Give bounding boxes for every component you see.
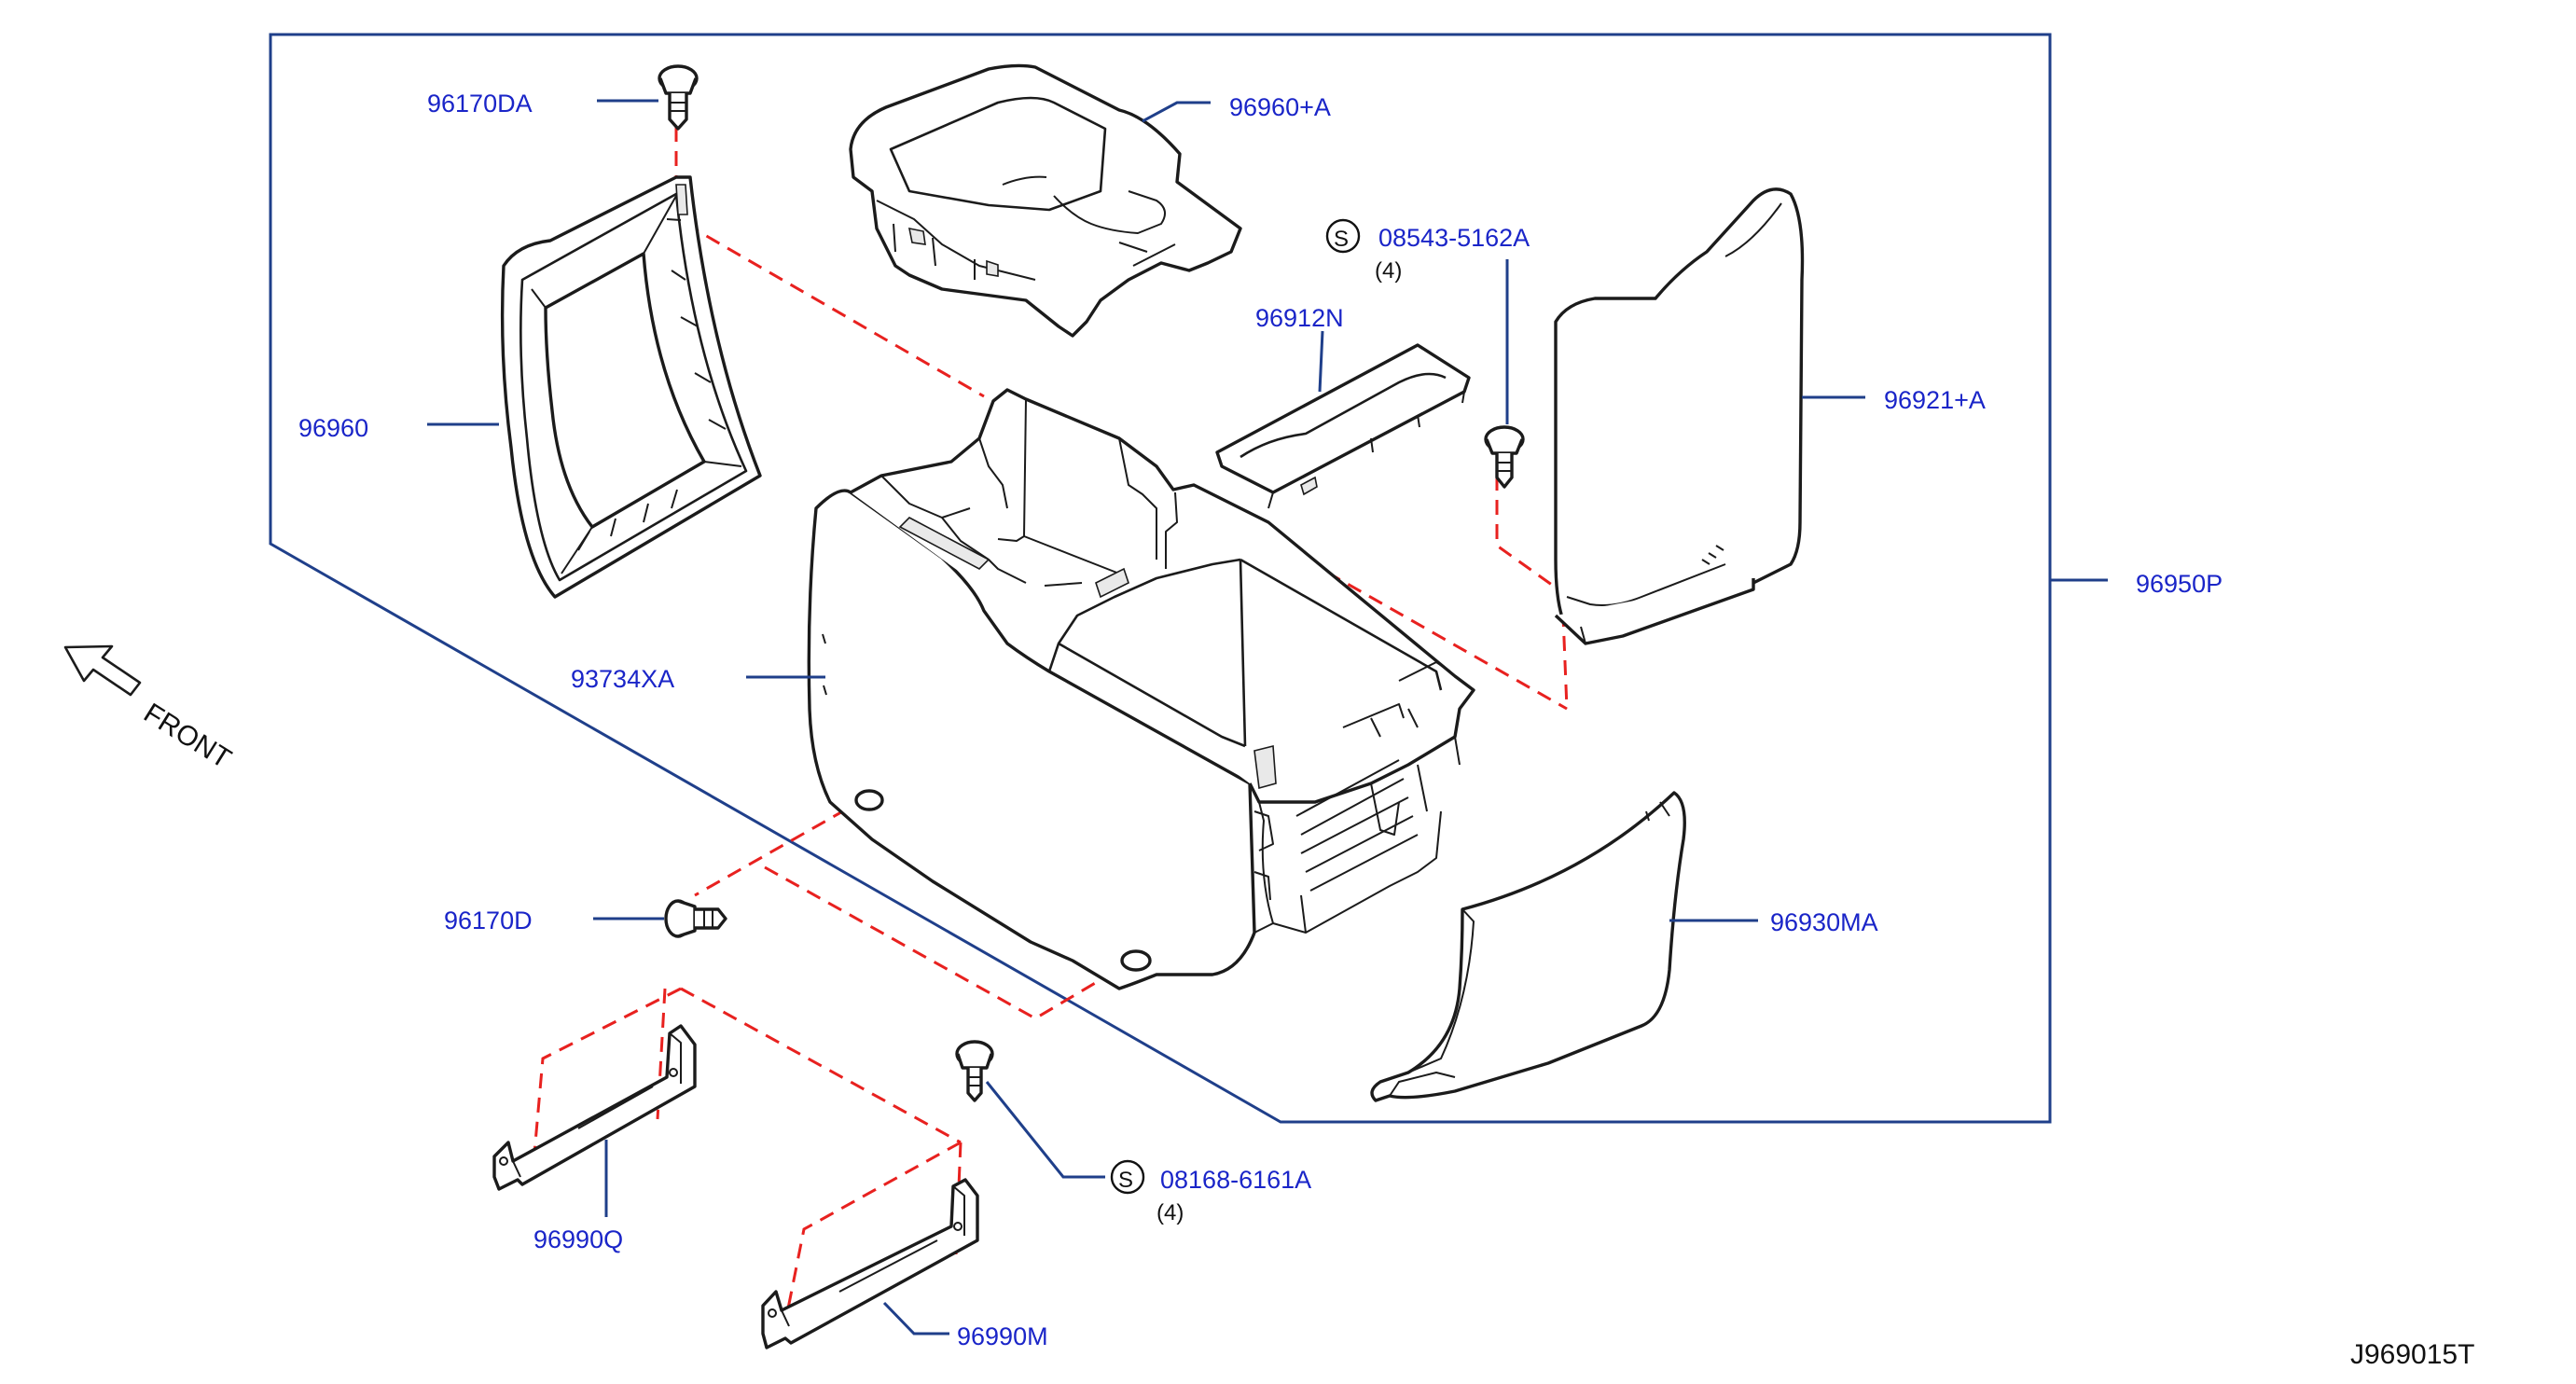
label-96990M: 96990M	[957, 1322, 1048, 1350]
label-96960: 96960	[298, 414, 368, 442]
svg-text:S: S	[1334, 227, 1349, 252]
clip-96170DA-icon	[658, 64, 699, 131]
front-arrow-icon	[63, 644, 142, 697]
label-96950P: 96950P	[2136, 570, 2223, 598]
screw-symbol-08168-icon: S	[1110, 1159, 1145, 1195]
leader-96960+A	[1142, 101, 1211, 123]
qty-08543-5162A: (4)	[1375, 258, 1402, 284]
lid-96921A-icon	[1554, 187, 1805, 645]
pocket-96912N-icon	[1215, 343, 1471, 509]
bolt-08168-icon	[955, 1040, 994, 1102]
upper-finisher-96960A-icon	[849, 63, 1242, 338]
label-96170DA: 96170DA	[427, 90, 533, 118]
qty-08168-6161A: (4)	[1156, 1200, 1184, 1225]
label-93734XA: 93734XA	[571, 665, 674, 693]
leader-96912N	[1318, 330, 1324, 393]
svg-text:S: S	[1118, 1168, 1133, 1193]
label-96921+A: 96921+A	[1884, 386, 1986, 414]
rear-finisher-96930MA-icon	[1370, 791, 1686, 1102]
bracket-96990M-icon	[761, 1178, 979, 1349]
assembly-boundary	[269, 33, 2052, 1124]
label-08168-6161A: 08168-6161A	[1160, 1166, 1311, 1194]
clip-96170D-icon	[664, 899, 727, 938]
label-96912N: 96912N	[1255, 304, 1344, 332]
front-label: FRONT	[138, 698, 236, 775]
screw-symbol-08543-icon: S	[1325, 218, 1361, 254]
lid-clip-icon	[1484, 425, 1525, 489]
label-96960+A: 96960+A	[1229, 93, 1331, 121]
label-08543-5162A: 08543-5162A	[1378, 224, 1530, 252]
diagram-code: J969015T	[2350, 1339, 2474, 1370]
front-panel-96960-icon	[500, 175, 762, 599]
label-96170D: 96170D	[444, 907, 533, 934]
label-96990Q: 96990Q	[533, 1225, 623, 1253]
console-body-93734XA-icon	[807, 388, 1475, 990]
leader-96990M	[882, 1301, 949, 1336]
bracket-96990Q-icon	[492, 1024, 697, 1191]
leader-08168-6161A	[985, 1081, 1105, 1179]
label-96930MA: 96930MA	[1770, 908, 1878, 936]
